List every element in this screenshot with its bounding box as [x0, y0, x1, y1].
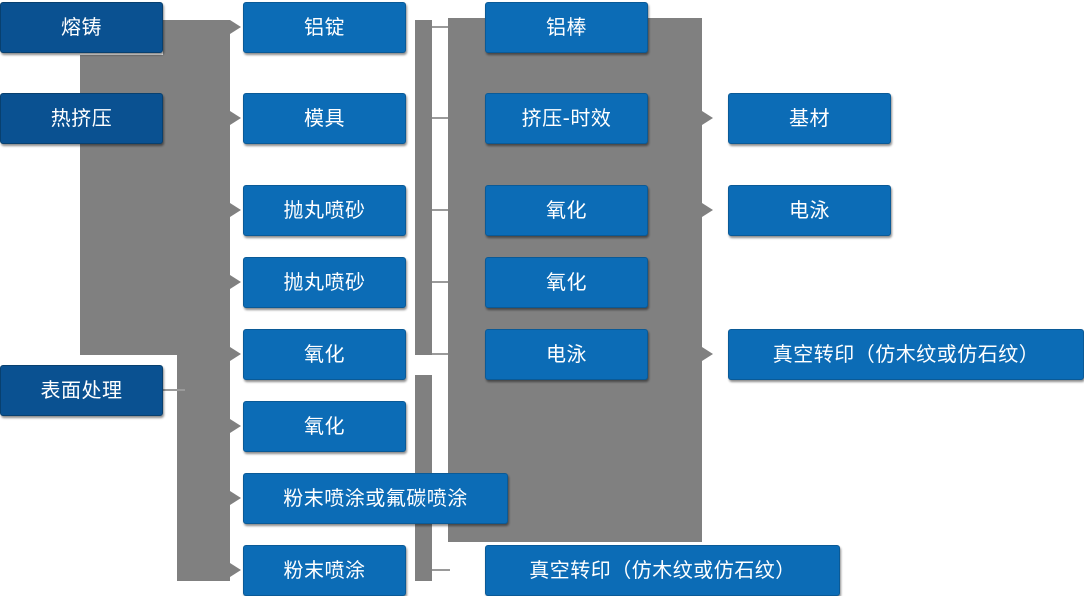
node-mat-5[interactable]: 氧化: [243, 329, 406, 380]
arrow-left-to-mat-3: [230, 203, 241, 217]
node-mat-7-label: 粉末喷涂或氟碳喷涂: [283, 486, 468, 510]
node-stage-1-label: 熔铸: [61, 15, 102, 39]
connector-mid-link-6: [432, 569, 450, 571]
node-mat-6-label: 氧化: [304, 414, 345, 438]
node-mat-1[interactable]: 铝锭: [243, 2, 406, 53]
node-mat-5-label: 氧化: [304, 342, 345, 366]
node-mat-8[interactable]: 粉末喷涂: [243, 545, 406, 596]
node-out-2-label: 电泳: [789, 198, 830, 222]
arrow-process-to-out-1: [702, 111, 713, 125]
node-out-1-label: 基材: [789, 106, 830, 130]
node-mat-2-label: 模具: [304, 106, 345, 130]
connector-mid-link-4: [432, 281, 450, 283]
node-stage-2-label: 热挤压: [50, 106, 113, 130]
node-proc-5[interactable]: 电泳: [485, 329, 648, 380]
node-proc-6[interactable]: 真空转印（仿木纹或仿石纹）: [485, 545, 840, 596]
arrow-left-to-mat-5: [230, 347, 241, 361]
node-stage-1[interactable]: 熔铸: [0, 2, 163, 53]
node-proc-1-label: 铝棒: [546, 15, 587, 39]
node-proc-1[interactable]: 铝棒: [485, 2, 648, 53]
node-out-1[interactable]: 基材: [728, 93, 891, 144]
node-mat-2[interactable]: 模具: [243, 93, 406, 144]
arrow-process-to-out-2: [702, 203, 713, 217]
node-out-3-label: 真空转印（仿木纹或仿石纹）: [772, 342, 1040, 366]
connector-left-upper-block: [163, 20, 230, 55]
arrow-left-to-mat-7: [230, 491, 241, 505]
node-proc-4-label: 氧化: [546, 270, 587, 294]
node-out-2[interactable]: 电泳: [728, 185, 891, 236]
node-out-3[interactable]: 真空转印（仿木纹或仿石纹）: [728, 329, 1084, 380]
arrow-process-to-out-3: [702, 347, 713, 361]
connector-mid-link-3: [432, 209, 450, 211]
connector-surface-treatment-line: [163, 389, 185, 391]
node-mat-6[interactable]: 氧化: [243, 401, 406, 452]
node-stage-3-label: 表面处理: [40, 378, 123, 402]
node-mat-1-label: 铝锭: [304, 15, 345, 39]
node-proc-2-label: 挤压-时效: [521, 106, 612, 130]
node-proc-5-label: 电泳: [546, 342, 587, 366]
node-proc-4[interactable]: 氧化: [485, 257, 648, 308]
node-mat-7[interactable]: 粉末喷涂或氟碳喷涂: [243, 473, 508, 524]
node-mat-4[interactable]: 抛丸喷砂: [243, 257, 406, 308]
arrow-left-to-mat-4: [230, 275, 241, 289]
node-proc-3[interactable]: 氧化: [485, 185, 648, 236]
node-proc-6-label: 真空转印（仿木纹或仿石纹）: [529, 558, 796, 582]
node-mat-3[interactable]: 抛丸喷砂: [243, 185, 406, 236]
node-stage-2[interactable]: 热挤压: [0, 93, 163, 144]
connector-mid-link-2: [432, 117, 450, 119]
connector-mid-link-5: [432, 353, 450, 355]
connector-left-lower-stem: [177, 355, 230, 581]
arrow-left-to-mat-6: [230, 419, 241, 433]
arrow-left-to-mat-1: [230, 20, 241, 34]
node-proc-2[interactable]: 挤压-时效: [485, 93, 648, 144]
node-proc-3-label: 氧化: [546, 198, 587, 222]
node-stage-3[interactable]: 表面处理: [0, 365, 163, 416]
node-mat-3-label: 抛丸喷砂: [283, 198, 366, 222]
node-mat-8-label: 粉末喷涂: [283, 558, 366, 582]
connector-mid-link-1: [432, 26, 450, 28]
connector-mid-bar-upper: [415, 20, 432, 355]
node-mat-4-label: 抛丸喷砂: [283, 270, 366, 294]
arrow-left-to-mat-2: [230, 111, 241, 125]
arrow-left-to-mat-8: [230, 563, 241, 577]
